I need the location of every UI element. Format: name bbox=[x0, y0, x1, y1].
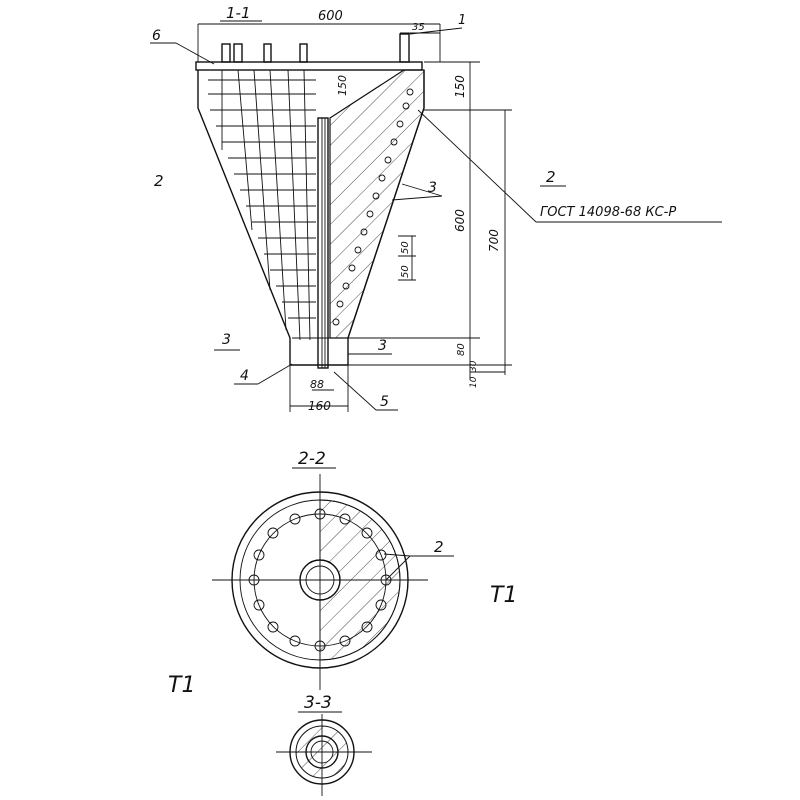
dim-600-vertical: 600 bbox=[453, 209, 467, 232]
dim-30-vertical: 30 bbox=[469, 360, 479, 372]
callout-6: 6 bbox=[152, 28, 161, 44]
right-dimensions bbox=[348, 61, 512, 380]
section-1-1-title: 1-1 bbox=[226, 4, 251, 22]
rebar-circle bbox=[248, 508, 392, 652]
small-ring-hatched bbox=[295, 725, 349, 779]
section-2-2-title: 2-2 bbox=[298, 449, 326, 469]
dim-50-b: 50 bbox=[400, 265, 411, 278]
section-3-3-title: 3-3 bbox=[304, 693, 332, 713]
dim-10-vertical: 10 bbox=[469, 376, 479, 388]
anchor-bolts bbox=[221, 33, 410, 63]
dim-700-vertical: 700 bbox=[487, 229, 501, 252]
section-2-2: 2-2 bbox=[212, 449, 517, 690]
dim-150-inner: 150 bbox=[336, 75, 349, 96]
outer-ring bbox=[231, 491, 409, 669]
callout-4: 4 bbox=[240, 368, 249, 384]
small-ring-outer bbox=[289, 719, 355, 785]
callout-5: 5 bbox=[380, 394, 389, 410]
callout-2-section: 2 bbox=[434, 538, 444, 556]
callout-2-right: 2 bbox=[546, 168, 556, 186]
small-ring-pipe bbox=[305, 735, 339, 769]
section-3-3: Т1 3-3 bbox=[168, 673, 372, 796]
callout-3-a: 3 bbox=[428, 180, 437, 196]
reinforcement-rings bbox=[208, 69, 316, 341]
callout-3-b: 3 bbox=[222, 332, 231, 348]
callout-1: 1 bbox=[458, 13, 466, 28]
dim-50-a: 50 bbox=[400, 241, 411, 254]
top-slab bbox=[195, 61, 423, 71]
callout-3-c: 3 bbox=[378, 338, 387, 354]
dim-600-label: 600 bbox=[318, 9, 343, 24]
dim-35-label: 35 bbox=[412, 22, 425, 33]
section-1-1: 1-1 600 35 6 1 bbox=[150, 4, 722, 413]
rebar-dots bbox=[332, 88, 414, 326]
central-pipe bbox=[299, 559, 341, 601]
callout-2-left: 2 bbox=[154, 172, 164, 190]
dim-160-label: 160 bbox=[308, 399, 331, 413]
t1-marker-right: Т1 bbox=[490, 583, 517, 608]
t1-marker-left: Т1 bbox=[168, 673, 195, 698]
concrete-section bbox=[329, 69, 425, 339]
dim-80-vertical: 80 bbox=[456, 343, 467, 356]
standard-note: ГОСТ 14098-68 КС-Р bbox=[540, 205, 676, 220]
dim-88-label: 88 bbox=[310, 378, 324, 391]
dim-150-outer: 150 bbox=[453, 75, 467, 98]
